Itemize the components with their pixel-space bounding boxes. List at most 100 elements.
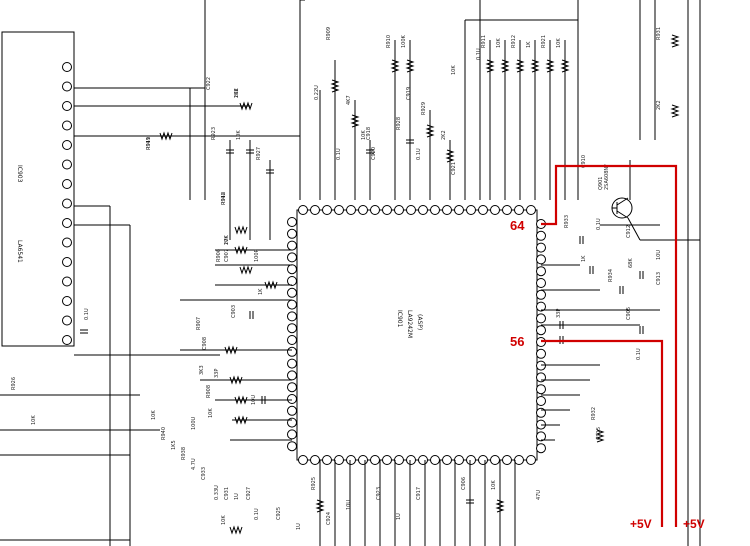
component-label: 2K2: [234, 88, 240, 98]
resistor: [330, 79, 340, 93]
component-label: 0.1U: [416, 148, 422, 160]
ic901-pin: [287, 276, 297, 286]
resistor: [390, 59, 400, 73]
ic903-pin: [62, 218, 72, 228]
ic901-pin: [454, 205, 464, 215]
ic901-pin: [287, 429, 297, 440]
component-label: C913: [656, 272, 662, 285]
ic901-pin: [536, 360, 546, 371]
component-label: 1K: [526, 41, 532, 48]
component-label: C906: [461, 477, 467, 490]
components: [80, 34, 680, 535]
ic901-pin: [490, 205, 500, 215]
ic901-pin: [536, 384, 546, 395]
component-label: R919: [146, 137, 152, 150]
ic901-pin: [287, 382, 297, 393]
ic901-pin: [394, 205, 404, 215]
ic901-pin: [536, 278, 546, 288]
component-label: R934: [608, 269, 614, 282]
ic901-pin: [358, 455, 368, 465]
ic903-pin: [62, 159, 72, 170]
ic901-pin: [310, 455, 320, 465]
component-label: C918: [366, 127, 372, 140]
ic901-pin: [346, 455, 356, 465]
pin-64-label: 64: [510, 218, 525, 233]
component-label: C915: [596, 427, 602, 440]
component-label: C908: [202, 337, 208, 350]
ic901-pin: [406, 205, 416, 215]
resistor: [595, 429, 605, 443]
ic901-pin: [394, 455, 404, 465]
ic901-pin: [514, 455, 524, 465]
component-label: 10K: [451, 65, 457, 75]
ic903-pin: [62, 237, 72, 248]
resistor: [234, 225, 248, 235]
ic903-pin: [62, 120, 72, 131]
ic901-pin: [406, 455, 416, 465]
component-label: C910: [581, 155, 587, 168]
ic901-pin: [536, 230, 546, 241]
component-label: 4K7: [346, 95, 352, 105]
power-label-right: +5V: [683, 517, 705, 531]
component-label: R940: [161, 427, 167, 440]
component-label: 10K: [361, 130, 367, 140]
ic903-pin: [62, 198, 72, 209]
ic903-pin: [62, 296, 72, 306]
component-label: R932: [591, 407, 597, 420]
component-label: 100K: [401, 34, 407, 48]
ic901-pin: [287, 228, 297, 239]
ic901-pin: [536, 372, 546, 383]
ic901-sub: (ASP): [416, 314, 423, 330]
ic901-pin: [536, 396, 546, 406]
component-label: 0.1U: [84, 308, 90, 320]
ic901-pin: [334, 205, 344, 215]
ic901-pin: [287, 441, 297, 452]
component-label: 0.1U: [596, 218, 602, 230]
highlight-paths: [541, 164, 678, 527]
component-label: 68K: [628, 258, 634, 268]
ic901-pin: [322, 455, 332, 465]
ic901-pin: [536, 242, 546, 253]
ic901-pin: [536, 431, 546, 442]
component-label: 100P: [254, 249, 260, 262]
component-label: 0.1U: [636, 348, 642, 360]
ic901-pin: [526, 455, 536, 465]
component-label: R908: [206, 385, 212, 398]
ic901-pin: [442, 455, 452, 465]
resistor: [350, 114, 360, 128]
ic901-pin: [287, 417, 297, 428]
component-label: 10K: [556, 38, 562, 48]
resistor: [495, 499, 505, 513]
ic901-pin: [536, 313, 546, 324]
component-label: R933: [564, 215, 570, 228]
pin64-supply-trace: [541, 164, 678, 527]
ic901-pin: [382, 205, 392, 215]
component-label: C921: [451, 162, 457, 175]
ic901-pin: [287, 240, 297, 251]
component-label: R912: [511, 35, 517, 48]
resistor: [315, 499, 325, 513]
ic901-pin: [514, 205, 524, 215]
ic901-pin: [536, 407, 546, 418]
q901-part: 2SA608NF: [604, 164, 610, 190]
ic901-pin: [310, 205, 320, 215]
ic901-pin: [478, 205, 488, 215]
ic903-pins: [62, 62, 72, 345]
resistor: [234, 245, 248, 255]
component-label: 10K: [496, 38, 502, 48]
resistor: [545, 59, 555, 73]
ic901-pin: [418, 205, 428, 215]
component-label: C923: [376, 487, 382, 500]
ic903-pin: [62, 62, 72, 72]
ic901-pin: [287, 405, 297, 416]
ic901-pin: [287, 370, 297, 381]
ic901-pin: [454, 455, 464, 465]
ic901-pin: [346, 205, 356, 215]
pin-56-label: 56: [510, 334, 524, 349]
ic901-pin: [287, 311, 297, 322]
resistor: [670, 34, 680, 48]
ic901-pin: [536, 443, 546, 454]
ic903-pin: [62, 140, 72, 150]
ic901-pin: [287, 323, 297, 334]
